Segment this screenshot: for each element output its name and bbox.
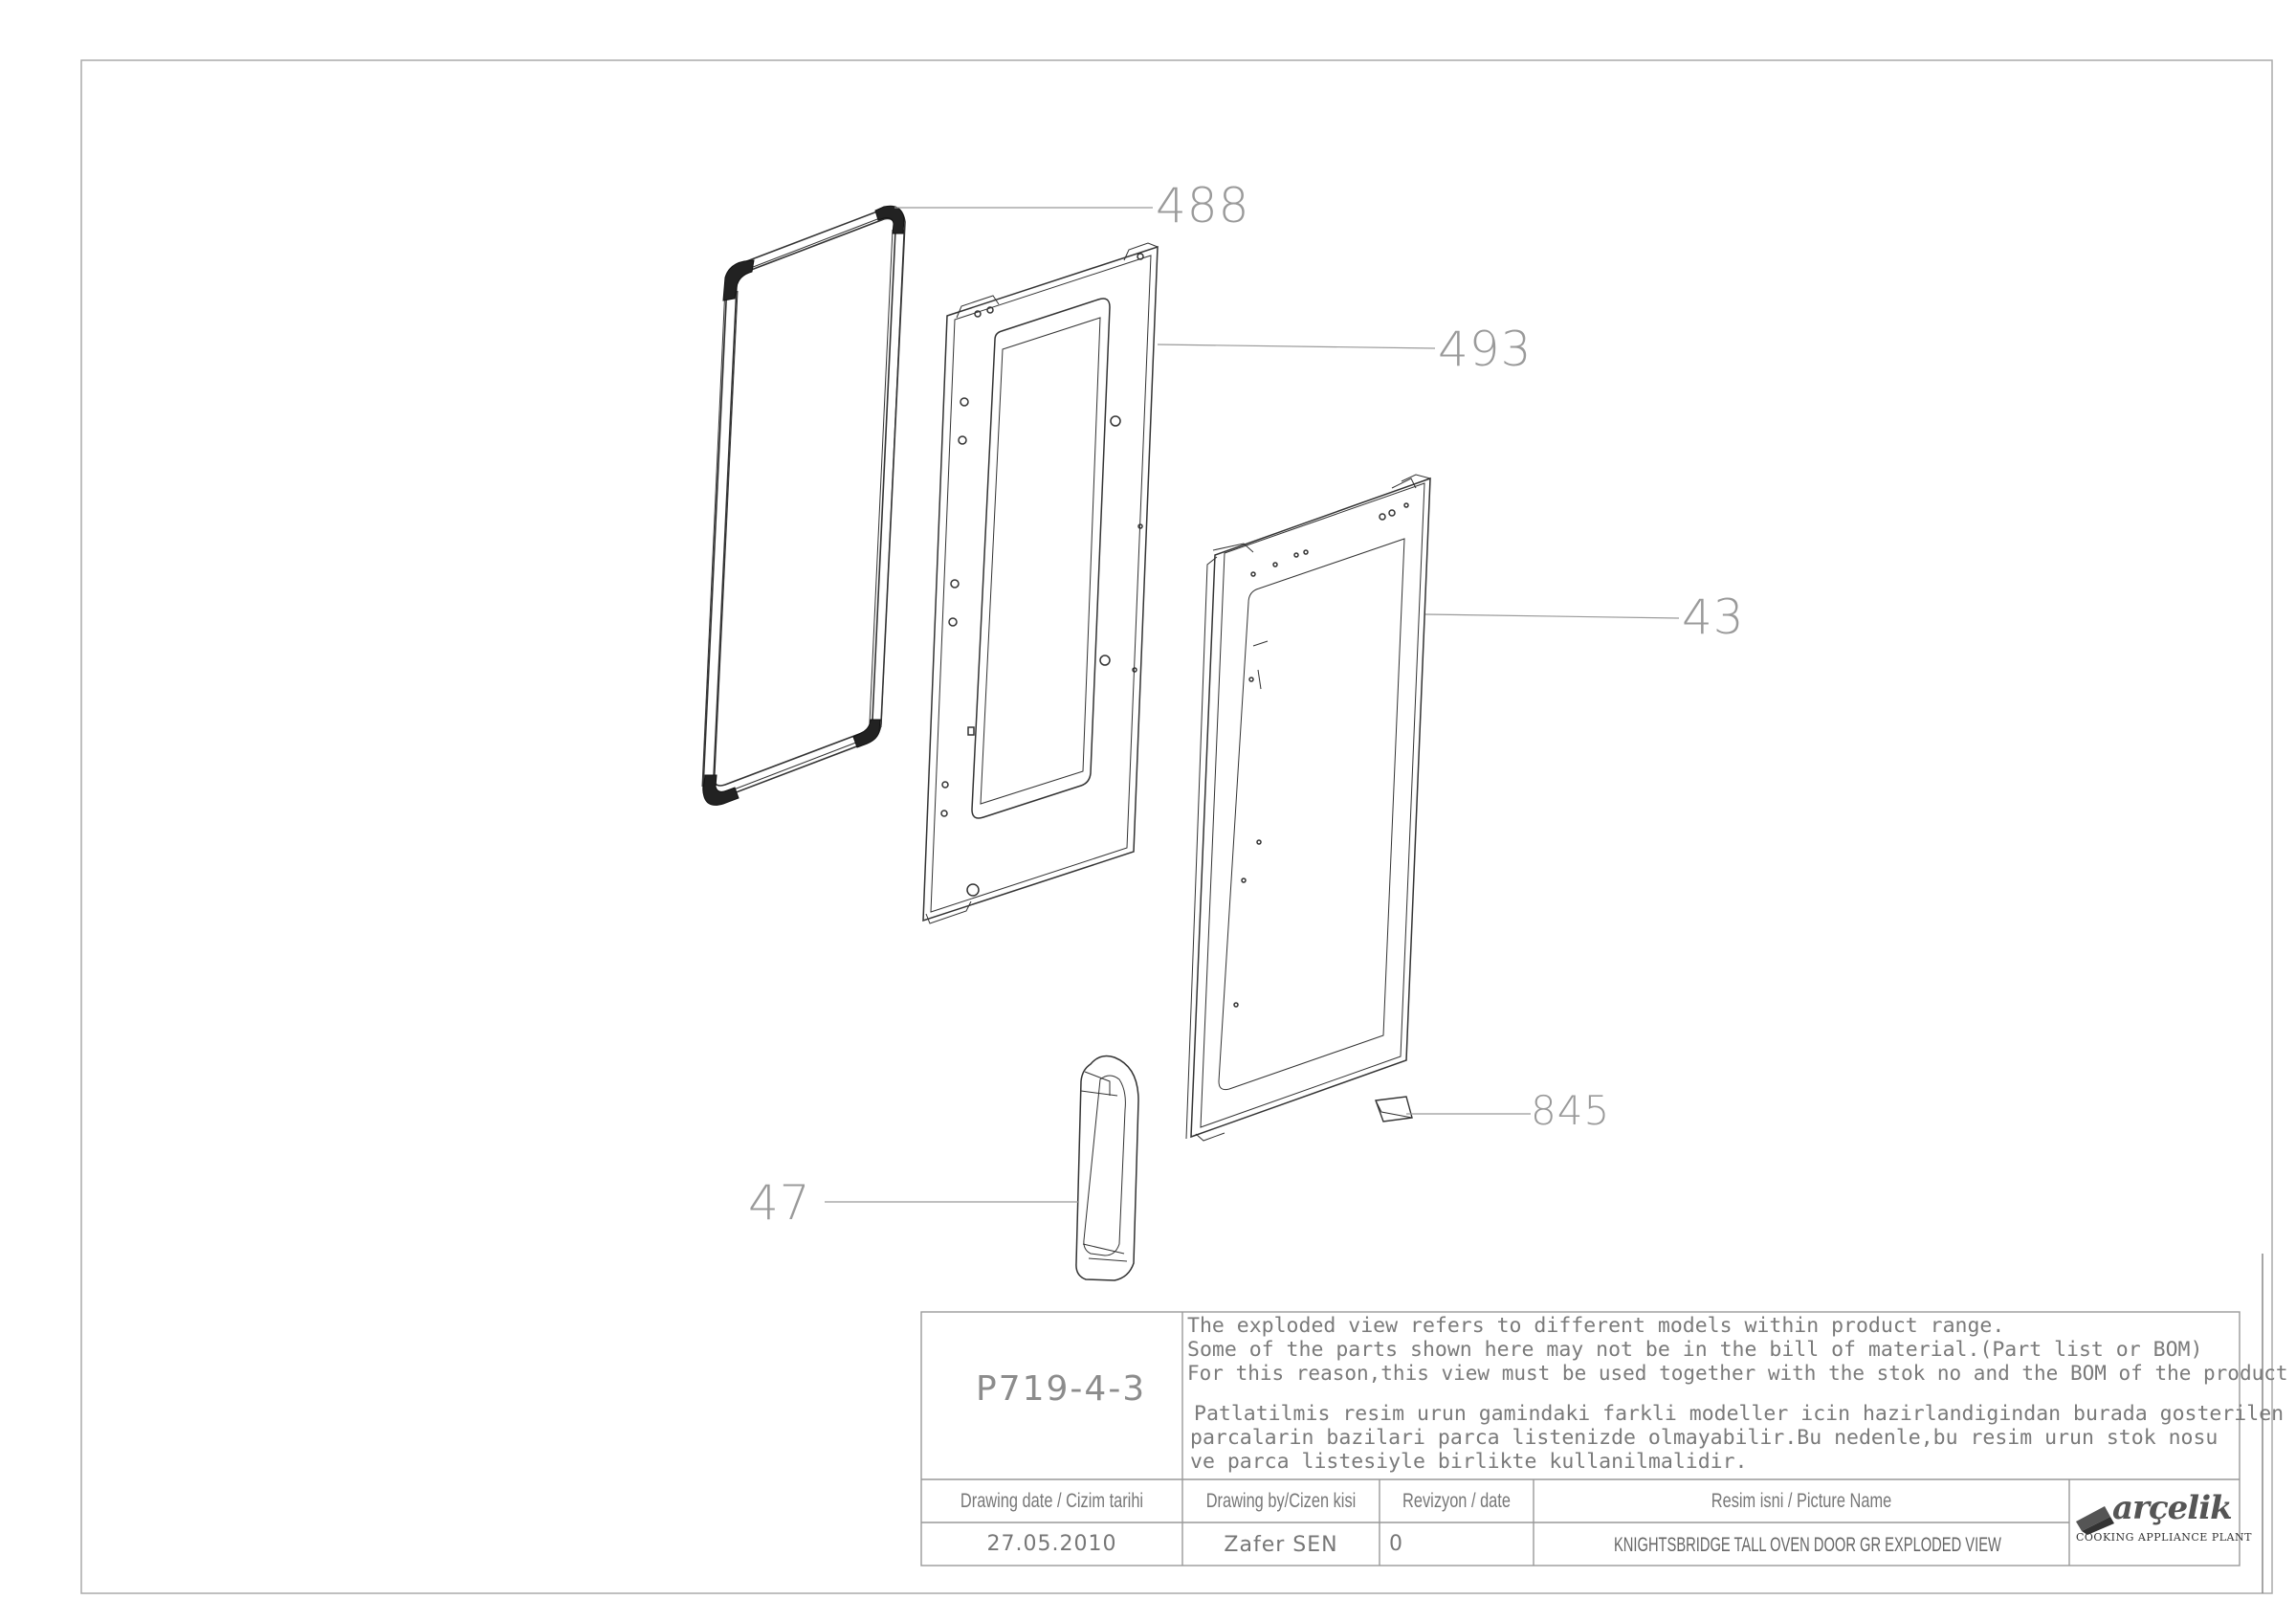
header-drawing-date: Drawing date / Cizim tarihi (960, 1490, 1144, 1512)
brand-name: arçelik (2112, 1489, 2233, 1527)
brand-logo: arçelik COOKING APPLIANCE PLANT (2074, 1489, 2251, 1546)
note-tr-line-1: Patlatilmis resim urun gamindaki farkli … (1194, 1402, 2285, 1426)
part-label-43: 43 (1682, 589, 1745, 645)
part-47-handle (1075, 1055, 1139, 1281)
part-43-outer-panel (1185, 474, 1431, 1142)
part-label-845: 845 (1531, 1087, 1611, 1134)
leader-lines (825, 207, 1680, 1203)
sheet-border (80, 59, 2273, 1594)
part-label-47: 47 (748, 1175, 811, 1231)
note-en-line-1: The exploded view refers to different mo… (1187, 1314, 2005, 1338)
value-revision: 0 (1389, 1532, 1403, 1556)
drawing-code: P719-4-3 (976, 1369, 1147, 1409)
value-drawing-by: Zafer SEN (1224, 1533, 1338, 1557)
brand-subtitle: COOKING APPLIANCE PLANT (2076, 1531, 2252, 1544)
value-picture-name: KNIGHTSBRIDGE TALL OVEN DOOR GR EXPLODED… (1614, 1534, 2001, 1556)
note-en-line-3: For this reason,this view must be used t… (1187, 1362, 2288, 1385)
title-block-grid (920, 1311, 2241, 1566)
note-tr-line-2: parcalarin bazilari parca listenizde olm… (1190, 1426, 2219, 1450)
header-drawing-by: Drawing by/Cizen kisi (1205, 1490, 1357, 1512)
note-tr-line-3: ve parca listesiyle birlikte kullanilmal… (1190, 1450, 1748, 1474)
value-drawing-date: 27.05.2010 (986, 1532, 1117, 1556)
part-845-clip (1375, 1096, 1413, 1122)
part-488-corner-caps (702, 205, 905, 806)
header-picture-name: Resim isni / Picture Name (1711, 1490, 1892, 1512)
part-label-488: 488 (1156, 178, 1250, 233)
header-revision: Revizyon / date (1402, 1490, 1511, 1512)
note-en-line-2: Some of the parts shown here may not be … (1187, 1338, 2203, 1362)
part-493-inner-frame (922, 242, 1159, 924)
arcelik-logo-mark (2076, 1506, 2114, 1535)
part-label-493: 493 (1438, 322, 1533, 377)
